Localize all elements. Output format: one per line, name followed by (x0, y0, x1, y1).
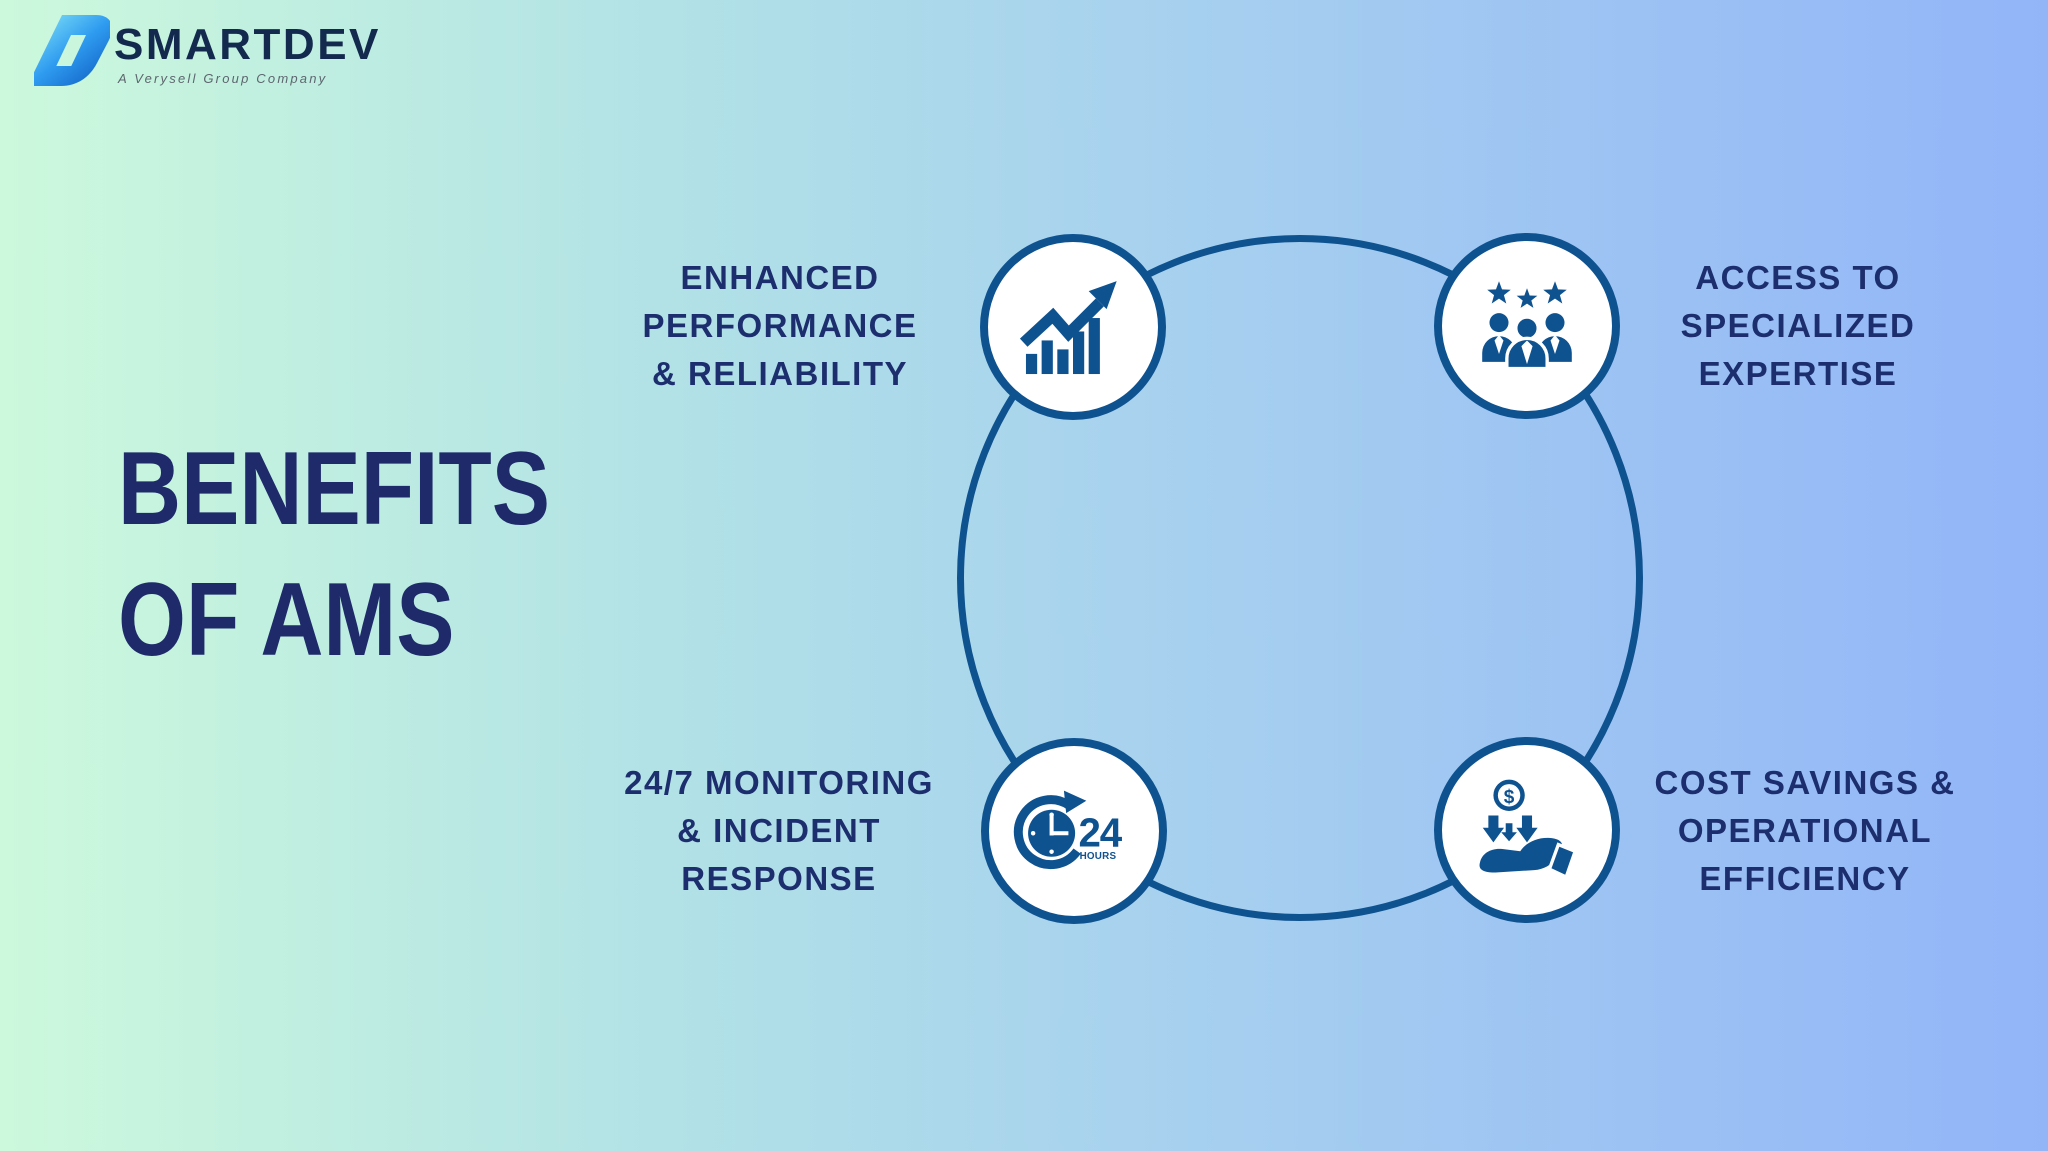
connector-ring (957, 235, 1643, 921)
page-title: BENEFITS OF AMS (118, 424, 550, 686)
label-line: EXPERTISE (1698, 355, 1898, 392)
coin-dollar-symbol: $ (1504, 787, 1515, 808)
node-specialized-expertise (1434, 233, 1620, 419)
clock-hours-label: HOURS (1080, 851, 1117, 862)
smartdev-logo-icon (34, 15, 110, 86)
label-line: ACCESS TO (1695, 259, 1901, 296)
label-line: PERFORMANCE (642, 307, 918, 344)
label-specialized-expertise: ACCESS TO SPECIALIZED EXPERTISE (1608, 254, 1988, 398)
label-monitoring-response: 24/7 MONITORING & INCIDENT RESPONSE (589, 759, 969, 903)
label-line: COST SAVINGS & (1654, 764, 1956, 801)
page-title-line-1: BENEFITS (118, 431, 550, 547)
label-line: OPERATIONAL (1677, 812, 1933, 849)
label-cost-savings: COST SAVINGS & OPERATIONAL EFFICIENCY (1615, 759, 1995, 903)
label-line: SPECIALIZED (1680, 307, 1916, 344)
label-line: ENHANCED (680, 259, 880, 296)
growth-chart-icon (1019, 281, 1117, 375)
cost-savings-hand-icon: $ (1479, 779, 1578, 880)
logo-name: SMARTDEV (114, 20, 381, 69)
node-cost-savings: $ (1434, 737, 1620, 923)
clock-24-label: 24 (1078, 810, 1122, 856)
logo-tagline: A Verysell Group Company (118, 71, 328, 86)
node-monitoring-response: 24 HOURS (981, 738, 1167, 924)
node-enhanced-performance (980, 234, 1166, 420)
label-enhanced-performance: ENHANCED PERFORMANCE & RELIABILITY (590, 254, 970, 398)
team-stars-icon (1482, 281, 1572, 371)
24-hours-clock-icon: 24 HOURS (1013, 790, 1124, 870)
label-line: 24/7 MONITORING (624, 764, 934, 801)
page-title-line-2: OF AMS (118, 562, 455, 678)
label-line: & RELIABILITY (652, 355, 908, 392)
label-line: & INCIDENT (677, 812, 881, 849)
label-line: RESPONSE (681, 860, 877, 897)
label-line: EFFICIENCY (1699, 860, 1911, 897)
